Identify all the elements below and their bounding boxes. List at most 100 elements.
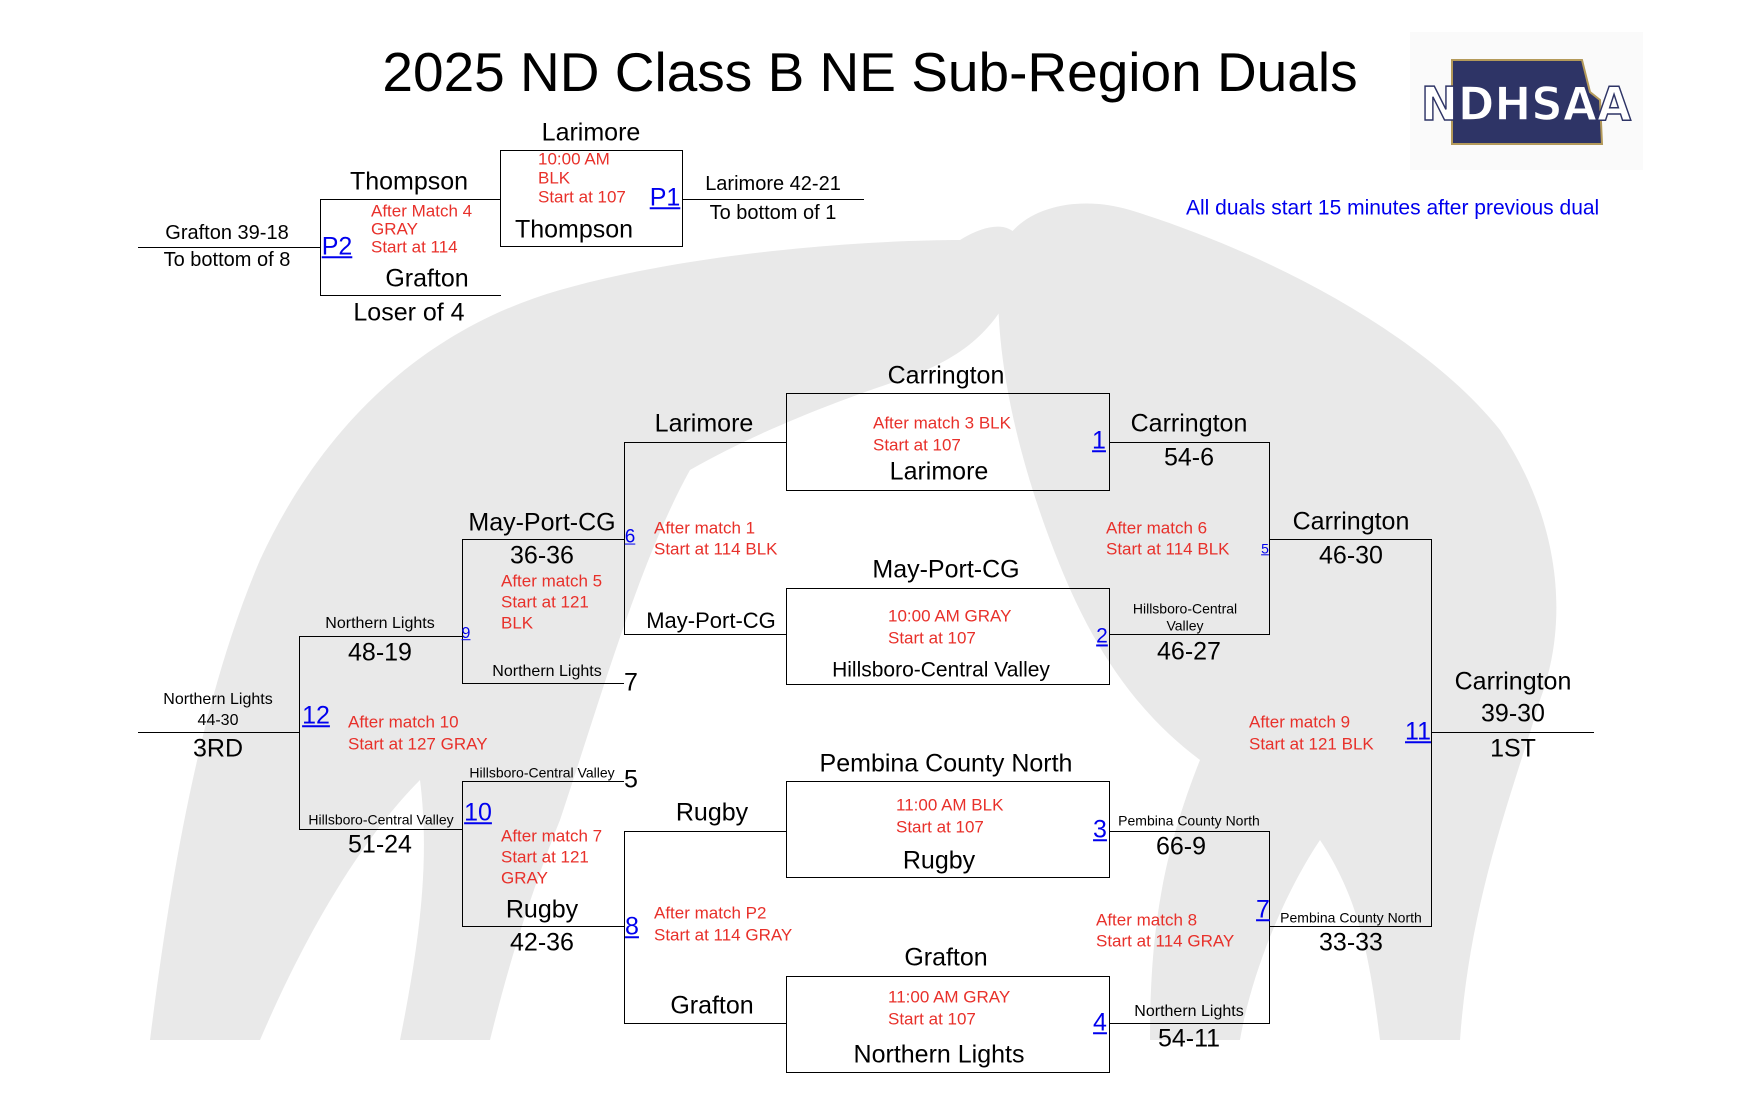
match-9-link[interactable]: 9 [461, 625, 471, 643]
p2-result: Grafton 39-18 [165, 222, 289, 244]
m10-bottom-team: Rugby [505, 895, 579, 924]
m7-bottom-score: 54-11 [1157, 1024, 1221, 1053]
m5-info: Start at 114 BLK [1106, 539, 1230, 559]
match-p2-link[interactable]: P2 [321, 232, 353, 261]
p1-info: 10:00 AM [538, 149, 610, 169]
m5-bottom-team: Hillsboro-Central [1132, 600, 1238, 617]
m12-info: Start at 127 GRAY [348, 734, 488, 754]
third-place-score: 44-30 [197, 712, 239, 730]
m1-info: After match 3 BLK [873, 413, 1011, 433]
third-place-label: 3RD [192, 734, 244, 763]
m10-top-source: 5 [624, 765, 638, 794]
m12-top-team: Northern Lights [325, 615, 435, 633]
m10-info: GRAY [501, 868, 548, 888]
m5-top-team: Carrington [1130, 409, 1248, 438]
match-11-link[interactable]: 11 [1405, 717, 1431, 746]
match-3-box [786, 781, 1110, 878]
m5-bottom-team: Valley [1166, 617, 1204, 634]
match-11-result-line [1432, 732, 1594, 733]
match-3-link[interactable]: 3 [1093, 815, 1107, 844]
champion-team: Carrington [1454, 667, 1572, 696]
match-12-link[interactable]: 12 [302, 701, 330, 730]
match-5-bracket [1109, 442, 1270, 635]
champion-score: 39-30 [1481, 699, 1545, 728]
p2-bottom-team: Grafton [385, 264, 469, 293]
m5-bottom-score: 46-27 [1157, 637, 1221, 666]
ndhsaa-logo: NDHSAA [1410, 32, 1643, 170]
p1-result: Larimore 42-21 [705, 173, 841, 195]
match-12-result-line [138, 732, 299, 733]
match-6-link[interactable]: 6 [624, 526, 636, 548]
match-7-bracket [1109, 831, 1270, 1024]
match-4-link[interactable]: 4 [1093, 1008, 1107, 1037]
m9-info: BLK [501, 613, 534, 633]
m12-top-score: 48-19 [348, 638, 412, 667]
m6-info: After match 1 [654, 518, 756, 538]
m7-info: Start at 114 GRAY [1096, 931, 1235, 951]
m11-info: Start at 121 BLK [1249, 734, 1374, 754]
m2-info: 10:00 AM GRAY [888, 606, 1012, 626]
match-8-bracket [624, 831, 786, 1024]
m1-info: Start at 107 [873, 435, 961, 455]
m8-info: Start at 114 GRAY [654, 925, 793, 945]
p2-top-team: Thompson [349, 167, 469, 196]
m8-bottom-team: Grafton [670, 991, 754, 1020]
m12-info: After match 10 [348, 712, 459, 732]
match-p1-link[interactable]: P1 [649, 183, 681, 212]
svg-text:NDHSAA: NDHSAA [1421, 77, 1631, 131]
m11-bottom-team: Pembina County North [1280, 909, 1422, 926]
m10-top-team: Hillsboro-Central Valley [469, 764, 615, 781]
match-6-bracket [624, 442, 786, 635]
schedule-note: All duals start 15 minutes after previou… [1186, 196, 1600, 220]
match-8-link[interactable]: 8 [625, 912, 639, 941]
m7-top-score: 66-9 [1155, 832, 1207, 861]
p1-destination: To bottom of 1 [709, 202, 837, 224]
m9-top-score: 36-36 [510, 541, 574, 570]
match-2-box [786, 588, 1110, 685]
m4-top-team: Grafton [904, 943, 988, 972]
match-10-bracket [462, 781, 624, 927]
p2-info: Start at 114 [371, 237, 458, 257]
m9-bottom-source: 7 [624, 668, 638, 697]
m6-bottom-team: May-Port-CG [646, 607, 776, 633]
m8-top-team: Rugby [675, 798, 749, 827]
match-5-link[interactable]: 5 [1261, 540, 1269, 557]
match-p2-result-line [138, 247, 320, 248]
p2-info: After Match 4 [371, 201, 473, 221]
m1-top-team: Carrington [887, 361, 1005, 390]
m7-bottom-team: Northern Lights [1134, 1003, 1244, 1021]
m7-top-team: Pembina County North [1118, 812, 1260, 829]
m9-top-team: May-Port-CG [468, 508, 616, 537]
p2-destination: To bottom of 8 [163, 249, 291, 271]
match-1-link[interactable]: 1 [1092, 426, 1106, 455]
match-2-link[interactable]: 2 [1096, 624, 1108, 648]
m1-bottom-team: Larimore [889, 457, 989, 486]
m10-info: After match 7 [501, 826, 603, 846]
m11-top-score: 46-30 [1319, 541, 1383, 570]
p1-info: BLK [538, 168, 571, 188]
match-7-link[interactable]: 7 [1256, 895, 1270, 924]
match-9-bracket [462, 539, 624, 684]
m10-info: Start at 121 [501, 847, 589, 867]
m5-top-score: 54-6 [1163, 443, 1215, 472]
match-10-link[interactable]: 10 [464, 798, 492, 827]
m3-info: 11:00 AM BLK [896, 795, 1004, 815]
match-p1-result-line [682, 199, 864, 200]
m6-info: Start at 114 BLK [654, 539, 778, 559]
m4-bottom-team: Northern Lights [853, 1040, 1025, 1069]
match-4-box [786, 976, 1110, 1073]
m7-info: After match 8 [1096, 910, 1198, 930]
m5-info: After match 6 [1106, 518, 1208, 538]
third-place-team: Northern Lights [163, 691, 273, 709]
m9-info: After match 5 [501, 571, 603, 591]
m6-top-team: Larimore [654, 409, 754, 438]
m10-bottom-score: 42-36 [510, 928, 574, 957]
m2-top-team: May-Port-CG [872, 555, 1020, 584]
m9-bottom-team: Northern Lights [492, 663, 602, 681]
m3-bottom-team: Rugby [902, 846, 976, 875]
m11-top-team: Carrington [1292, 507, 1410, 536]
m4-info: Start at 107 [888, 1009, 976, 1029]
match-p1-box [500, 150, 683, 247]
match-12-bracket [299, 636, 462, 830]
